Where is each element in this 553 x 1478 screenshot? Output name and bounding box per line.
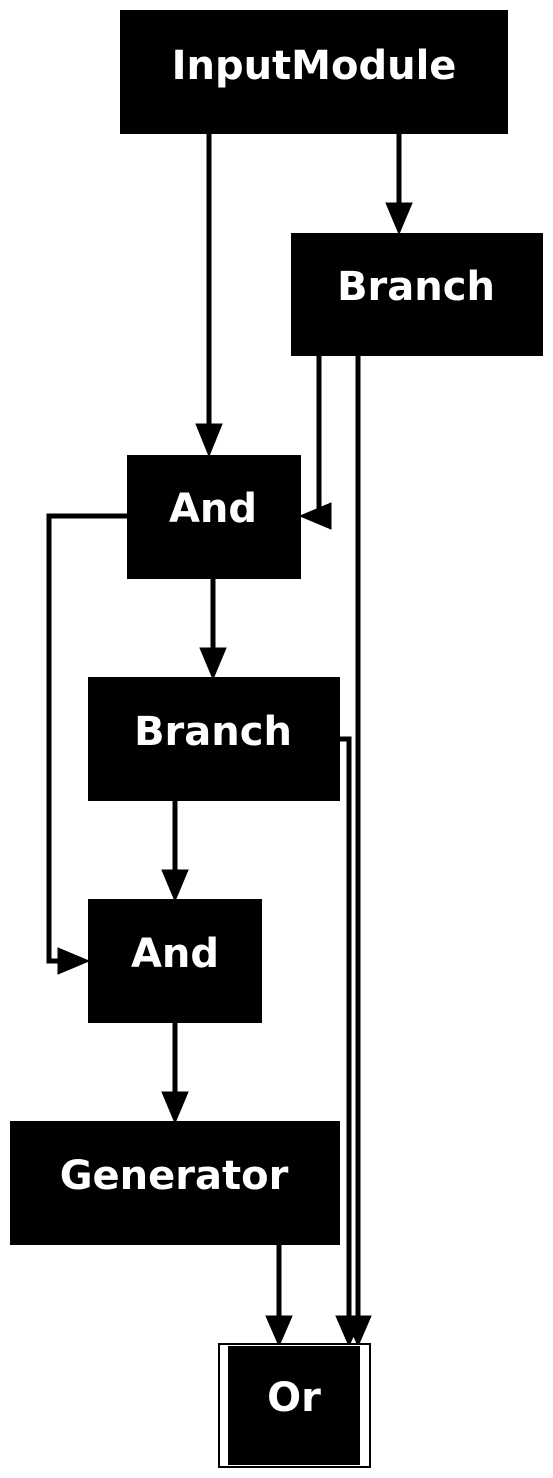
edge-branch-2-to-or	[339, 736, 352, 1316]
node-or: Or	[218, 1343, 371, 1468]
node-branch-2: Branch	[88, 677, 340, 801]
arrowhead-branch-2-to-and-2	[161, 869, 189, 903]
arrowhead-branch-2-to-or	[335, 1315, 363, 1348]
arrowhead-and-1-to-branch-2	[199, 647, 227, 681]
node-branch-2-label: Branch	[134, 709, 292, 755]
node-and-1-label: And	[169, 486, 257, 532]
node-branch-1: Branch	[291, 233, 543, 356]
node-branch-1-label: Branch	[337, 264, 495, 310]
arrowhead-inputmodule-to-branch-1	[385, 202, 413, 236]
node-inputmodule: InputModule	[120, 10, 508, 134]
edge-and-1-to-and-2	[46, 513, 127, 964]
arrowhead-and-1-to-and-2	[57, 947, 91, 975]
arrowhead-inputmodule-to-and-1	[195, 423, 223, 458]
node-generator-label: Generator	[60, 1153, 289, 1199]
arrowhead-generator-to-or	[265, 1315, 293, 1348]
node-or-label: Or	[267, 1375, 321, 1421]
nodes: InputModule Branch And Branch And Genera…	[10, 10, 543, 1468]
edge-branch-1-to-and-1	[316, 355, 331, 519]
arrowhead-and-2-to-generator	[161, 1091, 189, 1125]
node-and-2: And	[88, 899, 262, 1023]
edges	[46, 133, 413, 1348]
node-and-1: And	[127, 455, 301, 579]
arrowhead-branch-1-to-and-1	[298, 502, 332, 530]
node-inputmodule-label: InputModule	[172, 43, 457, 89]
node-generator: Generator	[10, 1121, 340, 1245]
node-and-2-label: And	[131, 931, 219, 977]
